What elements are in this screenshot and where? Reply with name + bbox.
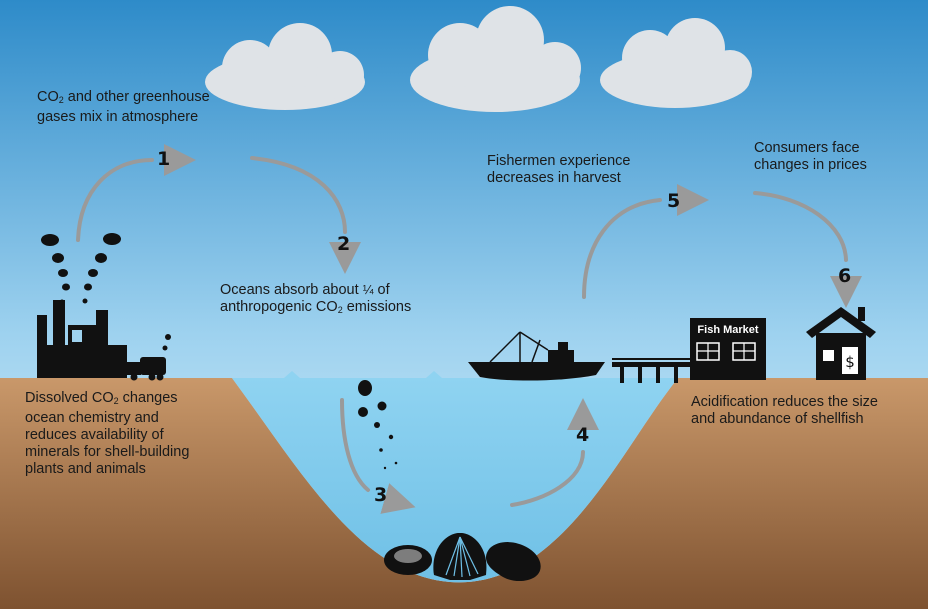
step-2-text: Oceans absorb about ¼ of anthropogenic C… <box>220 282 412 315</box>
pier-icon <box>612 358 692 383</box>
shellfish-icon <box>384 532 541 582</box>
step-number-6: 6 <box>838 265 852 287</box>
arrow-3b <box>380 483 416 514</box>
arrow-5a <box>582 198 662 299</box>
co2-bubbles <box>358 380 398 470</box>
fish-market-icon: Fish Market <box>690 318 766 380</box>
truck-icon <box>127 357 166 381</box>
cloud-icon <box>600 18 752 108</box>
step-1-text: CO2 and other greenhouse gases mix in at… <box>37 89 210 125</box>
arrow-4a <box>510 450 585 507</box>
cloud-icon <box>410 6 581 112</box>
arrow-6a <box>753 191 848 262</box>
step-number-5: 5 <box>667 190 681 212</box>
step-number-4: 4 <box>576 424 590 446</box>
arrow-3a <box>340 398 370 492</box>
arrow-2a <box>250 156 347 234</box>
step-number-1: 1 <box>157 148 171 170</box>
factory-icon <box>37 300 127 378</box>
arrow-1a <box>76 158 154 242</box>
step-6-text: Consumers face changes in prices <box>754 140 867 173</box>
step-number-2: 2 <box>337 233 351 255</box>
fishing-boat-icon <box>468 331 605 381</box>
step-3-text: Dissolved CO2 changes ocean chemistry an… <box>25 390 190 477</box>
smoke <box>41 233 171 351</box>
waves <box>284 371 442 378</box>
fish-market-label: Fish Market <box>697 324 758 336</box>
flow-arrows <box>76 144 862 514</box>
cloud-icon <box>205 23 365 110</box>
ground <box>0 378 928 609</box>
step-4-text: Acidification reduces the size and abund… <box>691 394 878 427</box>
step-5-text: Fishermen experience decreases in harves… <box>487 153 631 186</box>
dollar-sign: $ <box>845 353 855 371</box>
house-icon: $ <box>806 307 876 380</box>
step-number-3: 3 <box>374 484 388 506</box>
